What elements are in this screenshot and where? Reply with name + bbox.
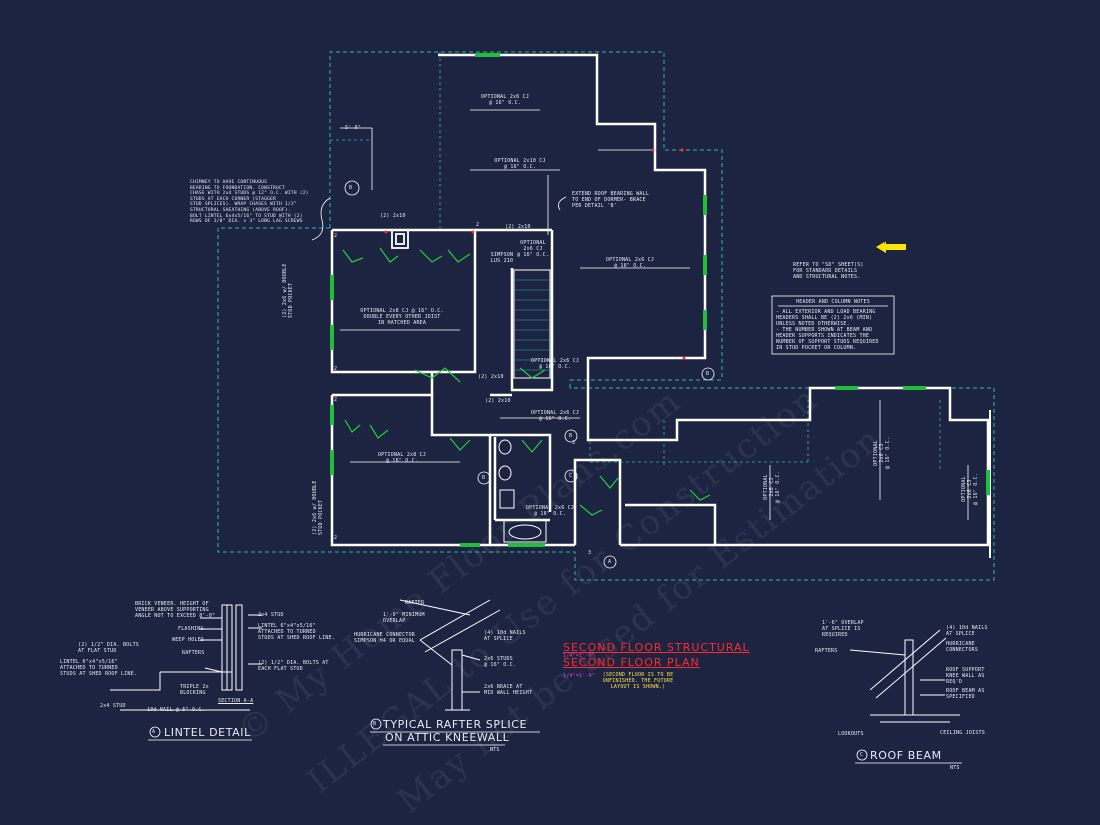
label-simpson: SIMPSON LUS 210 xyxy=(490,252,514,264)
tag-b-bed: B xyxy=(482,475,486,481)
detail-b-title-2: ON ATTIC KNEEWALL xyxy=(385,731,510,744)
label-cj-hall: OPTIONAL 2x6 CJ @ 16" O.C. xyxy=(530,410,580,422)
detail-b-title: TYPICAL RAFTER SPLICE xyxy=(383,718,528,731)
tag-b-right: B xyxy=(706,371,710,377)
detail-c-drawing xyxy=(849,629,960,723)
detail-b-hurricane: HURRICANE CONNECTOR SIMPSON H4 OR EQUAL xyxy=(354,632,415,644)
detail-a-brick: BRICK VENEER. HEIGHT OF VENEER ABOVE SUP… xyxy=(135,601,216,619)
detail-c-beam: ROOF BEAM AS SPECIFIED xyxy=(946,688,985,700)
label-opt-2x6-small: OPTIONAL 2x6 CJ @ 16" O.C. xyxy=(516,240,550,258)
detail-c-nts: NTS xyxy=(950,765,960,771)
detail-a-stud-left: 2x4 STUD xyxy=(100,703,126,709)
detail-b-studs: 2x6 STUDS @ 16" O.C. xyxy=(484,656,517,668)
bathroom-fixtures xyxy=(498,439,547,543)
detail-c-tag: C xyxy=(860,752,864,758)
detail-c-rafters: RAFTERS xyxy=(815,648,838,654)
label-header-2x10-b: (2) 2x10 xyxy=(505,224,531,230)
bearing-points xyxy=(384,148,686,360)
stud-count-4: 2 xyxy=(334,397,338,403)
walls xyxy=(330,53,990,547)
detail-a-rafters: RAFTERS xyxy=(182,650,205,656)
stud-count-3: 2 xyxy=(334,366,338,372)
tag-c-hall: C xyxy=(569,473,573,479)
detail-c-nails: (4) 10d NAILS AT SPLICE xyxy=(946,625,988,637)
label-dim-5-6: 5'-6" xyxy=(345,125,362,131)
plan-scale-2: 1/4"=1'-0" xyxy=(563,673,596,679)
label-cj-bath: OPTIONAL 2x6 CJ @ 16" O.C. xyxy=(525,505,575,517)
detail-a-tag: A xyxy=(152,729,156,735)
detail-c-knee: ROOF SUPPORT KNEE WALL AS REQ'D xyxy=(946,667,985,685)
label-cj-garage-a: OPTIONAL 2x6 CJ @ 16" O.C. xyxy=(763,470,781,504)
plan-scale-1: 1/4"=1'-0" xyxy=(563,653,596,659)
hip-lines xyxy=(330,52,941,470)
plan-note: (SECOND FLOOR IS TO BE UNFINISHED. THE F… xyxy=(602,672,674,690)
detail-c-title: ROOF BEAM xyxy=(870,749,942,762)
chimney xyxy=(391,229,409,249)
label-chimney-note: CHIMNEY TO HAVE CONTINUOUS BEARING TO FO… xyxy=(190,180,309,225)
detail-a-weep: WEEP HOLES xyxy=(172,637,205,643)
detail-b-nts: NTS xyxy=(490,747,500,753)
detail-a-nail: 10d NAIL @ 5" O.C. xyxy=(147,707,205,713)
detail-c-ceiling: CEILING JOISTS xyxy=(940,730,985,736)
roof-dashed-outline xyxy=(217,51,995,581)
label-cj-garage-b: OPTIONAL 2x6 CJ @ 16" O.C. xyxy=(873,436,891,470)
detail-b-nails: (4) 10d NAILS AT SPLICE xyxy=(484,630,526,642)
detail-c-overlap: 1'-6" OVERLAP AT SPLICE IS REQUIRED xyxy=(822,620,864,638)
front-arrow-icon xyxy=(876,241,906,253)
label-cj-garage-c: OPTIONAL 2x6 CJ @ 16" O.C. xyxy=(961,472,979,506)
refer-note: REFER TO "SD" SHEET(S) FOR STANDARD DETA… xyxy=(793,262,864,280)
leader-lines xyxy=(311,127,655,241)
detail-a-stud: 2x4 STUD xyxy=(258,612,284,618)
detail-title-lines xyxy=(148,718,962,764)
label-cj-stair: OPTIONAL 2x6 CJ @ 16" O.C. xyxy=(530,358,580,370)
detail-a-section: SECTION A-A xyxy=(218,698,254,704)
detail-a-drawing xyxy=(110,604,262,711)
detail-c-lookouts: LOOKOUTS xyxy=(838,731,864,737)
detail-b-brace: 2x6 BRACE AT MID WALL HEIGHT xyxy=(484,684,533,696)
tag-b-hall: B xyxy=(569,433,573,439)
tag-a-bottom: A xyxy=(608,559,612,565)
front-label: FRONT xyxy=(884,240,901,246)
detail-tags xyxy=(344,180,715,569)
detail-a-bolts-each: (2) 1/2" DIA. BOLTS AT EACH FLAT STUD xyxy=(258,660,329,672)
stud-count-5: 2 xyxy=(334,535,338,541)
detail-a-lintel-turned: LINTEL 6"x4"x5/16" ATTACHED TO TURNED ST… xyxy=(258,623,336,641)
detail-a-lintel-left: LINTEL 6"x4"x5/16" ATTACHED TO TURNED ST… xyxy=(60,659,138,677)
detail-a-triple: TRIPLE 2x BLOCKING xyxy=(180,684,209,696)
plan-subtitle: SECOND FLOOR PLAN xyxy=(563,656,700,669)
label-stud-pocket-a: (2) 2x6 w/ DOUBLE STUD POCKET xyxy=(282,263,294,318)
label-extend-roof: EXTEND ROOF BEARING WALL TO END OF DORME… xyxy=(572,191,650,209)
notes-box xyxy=(771,295,895,355)
stud-count-2: 2 xyxy=(476,222,480,228)
stud-count-6: 3 xyxy=(588,550,592,556)
door-swings xyxy=(342,247,711,516)
joist-arrows xyxy=(340,109,969,520)
label-stud-pocket-b: (2) 2x6 w/ DOUBLE STUD POCKET xyxy=(312,480,324,535)
label-cj-2x10: OPTIONAL 2x10 CJ @ 16" O.C. xyxy=(494,158,546,170)
detail-b-tag: B xyxy=(373,721,377,727)
detail-a-title: LINTEL DETAIL xyxy=(164,726,251,739)
header-notes-title: HEADER AND COLUMN NOTES xyxy=(796,299,870,305)
label-header-2x10-c: (2) 2x10 xyxy=(478,374,504,380)
label-cj-right: OPTIONAL 2x6 CJ @ 16" O.C. xyxy=(605,257,655,269)
label-header-2x10-a: (2) 2x10 xyxy=(380,213,406,219)
tag-b-top: B xyxy=(349,185,353,191)
plan-title: SECOND FLOOR STRUCTURAL xyxy=(563,641,750,654)
label-cj-top: OPTIONAL 2x6 CJ @ 16" O.C. xyxy=(480,94,530,106)
label-cj-hatched: OPTIONAL 2x8 CJ @ 16" O.C. DOUBLE EVERY … xyxy=(360,308,444,326)
detail-a-bolts-flat: (2) 1/2" DIA. BOLTS AT FLAT STUD xyxy=(78,642,139,654)
detail-b-rafter: RAFTER xyxy=(405,600,425,606)
detail-c-hurricane: HURRICANE CONNECTORS xyxy=(946,641,979,653)
label-cj-bed2: OPTIONAL 2x8 CJ @ 16" O.C. xyxy=(377,452,427,464)
stud-count-1: 2 xyxy=(334,233,338,239)
detail-b-drawing xyxy=(399,599,501,711)
detail-b-overlap: 1'-0" MINIMUM OVERLAP xyxy=(383,612,425,624)
label-header-2x10-d: (2) 2x10 xyxy=(485,398,511,404)
stud-count-7: 3 xyxy=(572,440,576,446)
detail-a-flashing: FLASHING xyxy=(178,626,204,632)
windows xyxy=(330,53,990,547)
header-notes-body: - ALL EXTERIOR AND LOAD BEARING HEADERS … xyxy=(776,309,879,351)
